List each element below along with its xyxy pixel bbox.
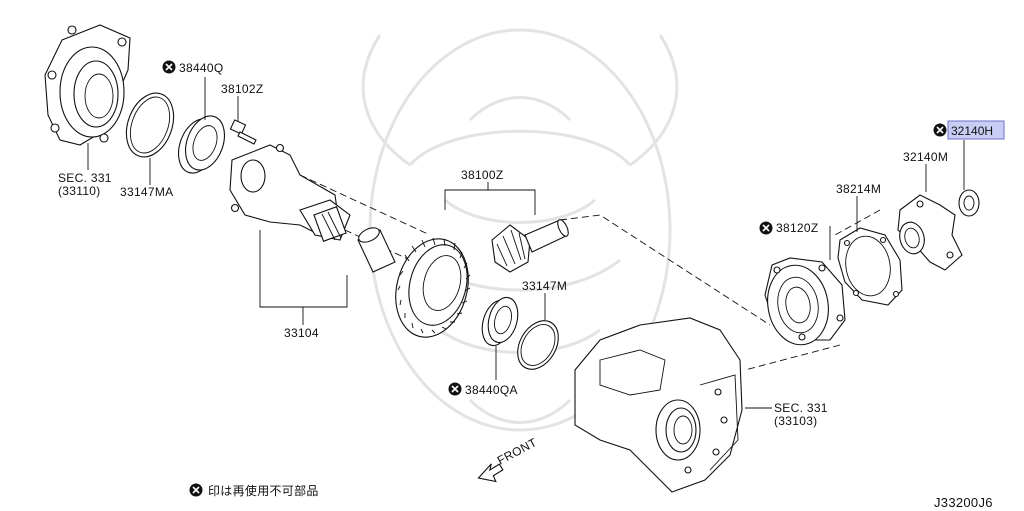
side-retainer-38120Z-part[interactable] [762,257,846,350]
gear-carrier-sec331-part[interactable] [574,317,743,493]
sec331-cover-part[interactable] [44,24,131,146]
oil-seal-38440QA-part[interactable] [478,294,523,349]
label-38102Z[interactable]: 38102Z [221,82,264,96]
oring-33147M-part[interactable] [509,313,566,376]
label-sec331-33110-line1[interactable]: SEC. 331 [58,171,112,185]
label-32140H[interactable]: 32140H [951,124,993,138]
label-33147MA[interactable]: 33147MA [120,185,173,199]
assembly-lines [299,174,881,371]
label-38100Z[interactable]: 38100Z [461,168,504,182]
non-reusable-marker-32140H [933,123,947,137]
front-label: FRONT [495,435,540,468]
rear-housing-33104-part[interactable] [229,143,351,242]
label-sec331-33103-line2[interactable]: (33103) [774,414,817,428]
highlight-box-32140H [947,120,1005,140]
oring-33147MA-part[interactable] [118,86,182,163]
bolt-38102Z-part[interactable] [229,119,257,145]
label-38440QA[interactable]: 38440QA [465,383,518,397]
non-reusable-marker-38440Q [162,60,176,74]
leader-lines [87,77,965,409]
label-sec331-33103-line1[interactable]: SEC. 331 [774,401,828,415]
label-sec331-33110-line2[interactable]: (33110) [58,184,101,198]
oil-seal-38440Q-part[interactable] [172,111,232,179]
flange-32140M-part[interactable] [896,194,963,271]
ring-gear-38100Z-part[interactable] [385,231,478,346]
non-reusable-marker-38440QA [448,382,462,396]
label-32140M[interactable]: 32140M [903,150,948,164]
legend-text: 印は再使用不可部品 [208,483,319,498]
label-38120Z[interactable]: 38120Z [776,221,819,235]
seal-32140H-part[interactable] [958,189,980,217]
front-direction-indicator: FRONT [477,435,540,483]
spacer-part[interactable] [356,225,396,273]
label-38440Q[interactable]: 38440Q [179,61,224,75]
gasket-38214M-part[interactable] [837,227,903,306]
drive-pinion-part[interactable] [491,218,570,273]
legend: 印は再使用不可部品 [189,483,319,498]
label-38214M[interactable]: 38214M [836,182,881,196]
diagram-code: J33200J6 [934,495,993,510]
label-33147M[interactable]: 33147M [522,279,567,293]
label-33104[interactable]: 33104 [284,326,319,340]
non-reusable-marker-38120Z [759,221,773,235]
